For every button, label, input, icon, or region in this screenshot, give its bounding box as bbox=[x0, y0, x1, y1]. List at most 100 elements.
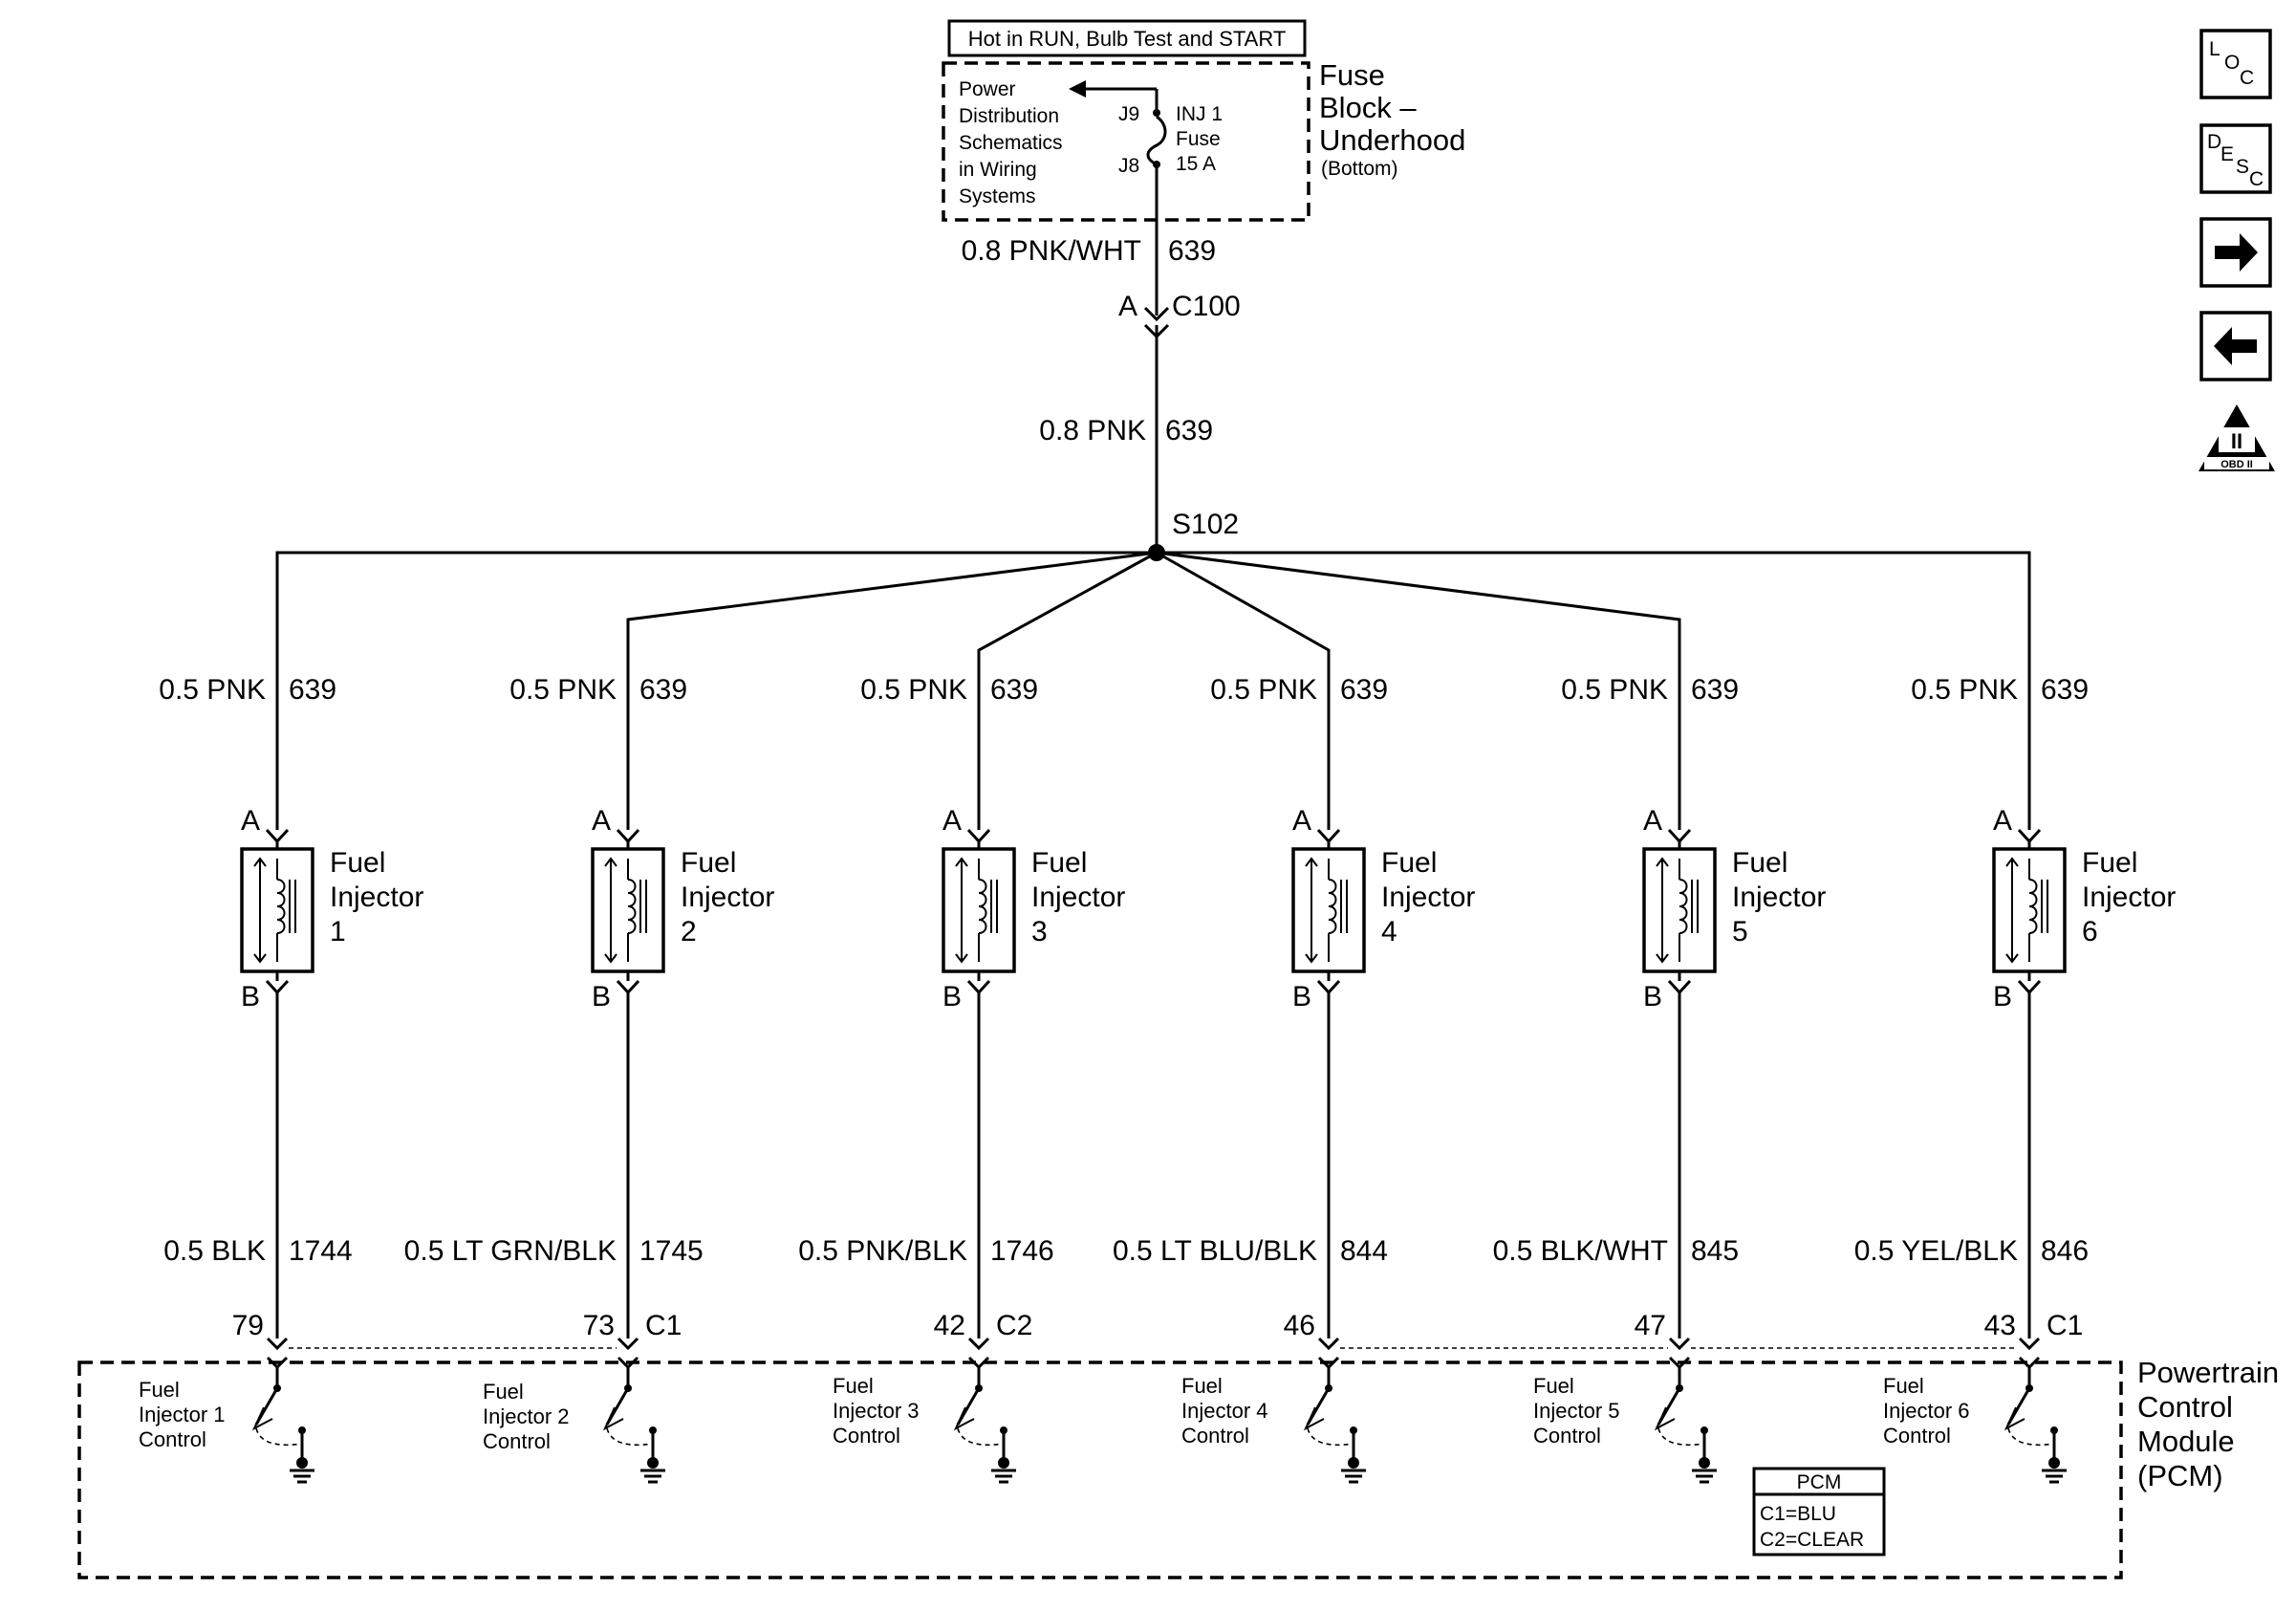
svg-text:S: S bbox=[2236, 156, 2249, 178]
power-distribution-ref-line-1[interactable]: Power bbox=[959, 78, 1016, 100]
pcm-pin-connector bbox=[617, 1337, 639, 1351]
pin-b-label: B bbox=[592, 981, 611, 1012]
j8-label: J8 bbox=[1118, 155, 1139, 177]
pin-b-connector bbox=[265, 979, 290, 995]
svg-text:II: II bbox=[2231, 429, 2242, 453]
pcm-label-line-2: Control bbox=[2137, 1390, 2233, 1424]
control-wire-circuit: 1745 bbox=[639, 1235, 704, 1267]
pin-b-label: B bbox=[241, 981, 260, 1012]
description-icon[interactable]: D E S C bbox=[2199, 123, 2272, 194]
coil-icon bbox=[276, 879, 286, 934]
pin-a-connector bbox=[265, 828, 290, 844]
control-wire-gauge: 0.5 BLK/WHT bbox=[1493, 1235, 1668, 1267]
control-label-line-1: Fuel bbox=[483, 1380, 524, 1404]
control-wire-gauge: 0.5 LT BLU/BLK bbox=[1113, 1235, 1317, 1267]
injector-title-line-2: Injector bbox=[681, 882, 774, 913]
fuse-block-dashed-box bbox=[942, 61, 1310, 222]
c100-connector-female bbox=[1143, 306, 1170, 322]
control-label-line-3: Control bbox=[1883, 1424, 1951, 1448]
feed-wire2-circuit: 639 bbox=[1165, 415, 1213, 446]
supply-wire-gauge: 0.5 PNK bbox=[1210, 674, 1317, 706]
fuse-name-line-3: 15 A bbox=[1176, 153, 1216, 175]
control-label-line-2: Injector 1 bbox=[139, 1403, 226, 1426]
injector-title-line-1: Fuel bbox=[681, 847, 736, 879]
pin-b-label: B bbox=[1993, 981, 2012, 1012]
coil-icon bbox=[1679, 879, 1688, 934]
fuse-block-line-3: Underhood bbox=[1319, 123, 1465, 157]
pin-b-connector bbox=[1667, 979, 1692, 995]
ground-icon bbox=[2048, 1457, 2060, 1469]
obd-ii-icon[interactable]: II OBD II bbox=[2199, 404, 2275, 471]
pin-b-connector bbox=[966, 979, 991, 995]
fuse-block-line-2: Block – bbox=[1319, 91, 1417, 124]
pcm-pin-connector bbox=[1668, 1337, 1691, 1351]
coil-icon bbox=[978, 879, 987, 934]
svg-text:O: O bbox=[2224, 52, 2240, 74]
arrow-left-icon[interactable] bbox=[2199, 311, 2272, 381]
pin-a-label: A bbox=[592, 805, 611, 837]
fuse-block-line-1: Fuse bbox=[1319, 58, 1385, 92]
pin-b-label: B bbox=[1643, 981, 1662, 1012]
power-distribution-ref-line-3[interactable]: Schematics bbox=[959, 132, 1063, 154]
svg-text:E: E bbox=[2220, 143, 2234, 165]
coil-icon bbox=[2028, 879, 2038, 934]
pin-a-connector bbox=[1667, 828, 1692, 844]
pcm-dashed-box bbox=[77, 1361, 2123, 1579]
splice-label: S102 bbox=[1172, 509, 1239, 540]
location-icon[interactable]: L O C bbox=[2199, 29, 2272, 99]
control-wire-circuit: 846 bbox=[2041, 1235, 2089, 1267]
injector-title-line-1: Fuel bbox=[1732, 847, 1787, 879]
hot-label-box bbox=[947, 19, 1307, 57]
ground-icon bbox=[296, 1457, 308, 1469]
control-label-line-2: Injector 3 bbox=[833, 1399, 920, 1423]
pin-a-label: A bbox=[241, 805, 260, 837]
supply-wire bbox=[1156, 551, 1681, 830]
supply-wire-circuit: 639 bbox=[990, 674, 1038, 706]
pin-a-connector bbox=[616, 828, 640, 844]
injector-number: 2 bbox=[681, 916, 697, 947]
svg-text:C: C bbox=[2249, 168, 2264, 190]
ref-arrow-head bbox=[1069, 80, 1086, 98]
power-distribution-ref-line-4[interactable]: in Wiring bbox=[959, 159, 1037, 181]
supply-wire-circuit: 639 bbox=[639, 674, 687, 706]
pin-a-connector bbox=[966, 828, 991, 844]
control-label-line-3: Control bbox=[139, 1427, 206, 1451]
supply-wire bbox=[275, 551, 1157, 830]
control-label-line-2: Injector 2 bbox=[483, 1404, 570, 1428]
injector-title-line-1: Fuel bbox=[2082, 847, 2137, 879]
fuse-block-sub: (Bottom) bbox=[1321, 158, 1398, 180]
injector-number: 4 bbox=[1381, 916, 1397, 947]
ground-icon bbox=[1348, 1457, 1359, 1469]
pcm-connector-label: C2 bbox=[996, 1310, 1032, 1341]
control-label-line-1: Fuel bbox=[833, 1374, 874, 1398]
control-label-line-2: Injector 5 bbox=[1533, 1399, 1620, 1423]
injector-number: 1 bbox=[330, 916, 346, 947]
control-label-line-1: Fuel bbox=[1883, 1374, 1924, 1398]
supply-wire-circuit: 639 bbox=[1340, 674, 1388, 706]
hot-label: Hot in RUN, Bulb Test and START bbox=[968, 27, 1287, 51]
nav-buttons: L O C D E S C II OBD II bbox=[2199, 29, 2275, 471]
pcm-pin-connector bbox=[266, 1337, 289, 1351]
supply-wire-gauge: 0.5 PNK bbox=[509, 674, 617, 706]
supply-wire bbox=[1157, 551, 2031, 830]
injector-title-line-2: Injector bbox=[1031, 882, 1125, 913]
coil-icon bbox=[627, 879, 637, 934]
control-label-line-1: Fuel bbox=[139, 1378, 180, 1402]
power-distribution-ref-line-5[interactable]: Systems bbox=[959, 185, 1036, 207]
c100-pin: A bbox=[1118, 291, 1137, 322]
injector-title-line-2: Injector bbox=[2082, 882, 2176, 913]
supply-wire bbox=[977, 551, 1158, 830]
arrow-right-icon[interactable] bbox=[2199, 217, 2272, 288]
control-label-line-3: Control bbox=[1181, 1424, 1249, 1448]
svg-text:C: C bbox=[2240, 67, 2254, 89]
svg-text:D: D bbox=[2207, 131, 2221, 153]
power-distribution-ref-line-2[interactable]: Distribution bbox=[959, 105, 1059, 127]
coil-icon bbox=[1328, 879, 1337, 934]
pin-a-label: A bbox=[942, 805, 962, 837]
